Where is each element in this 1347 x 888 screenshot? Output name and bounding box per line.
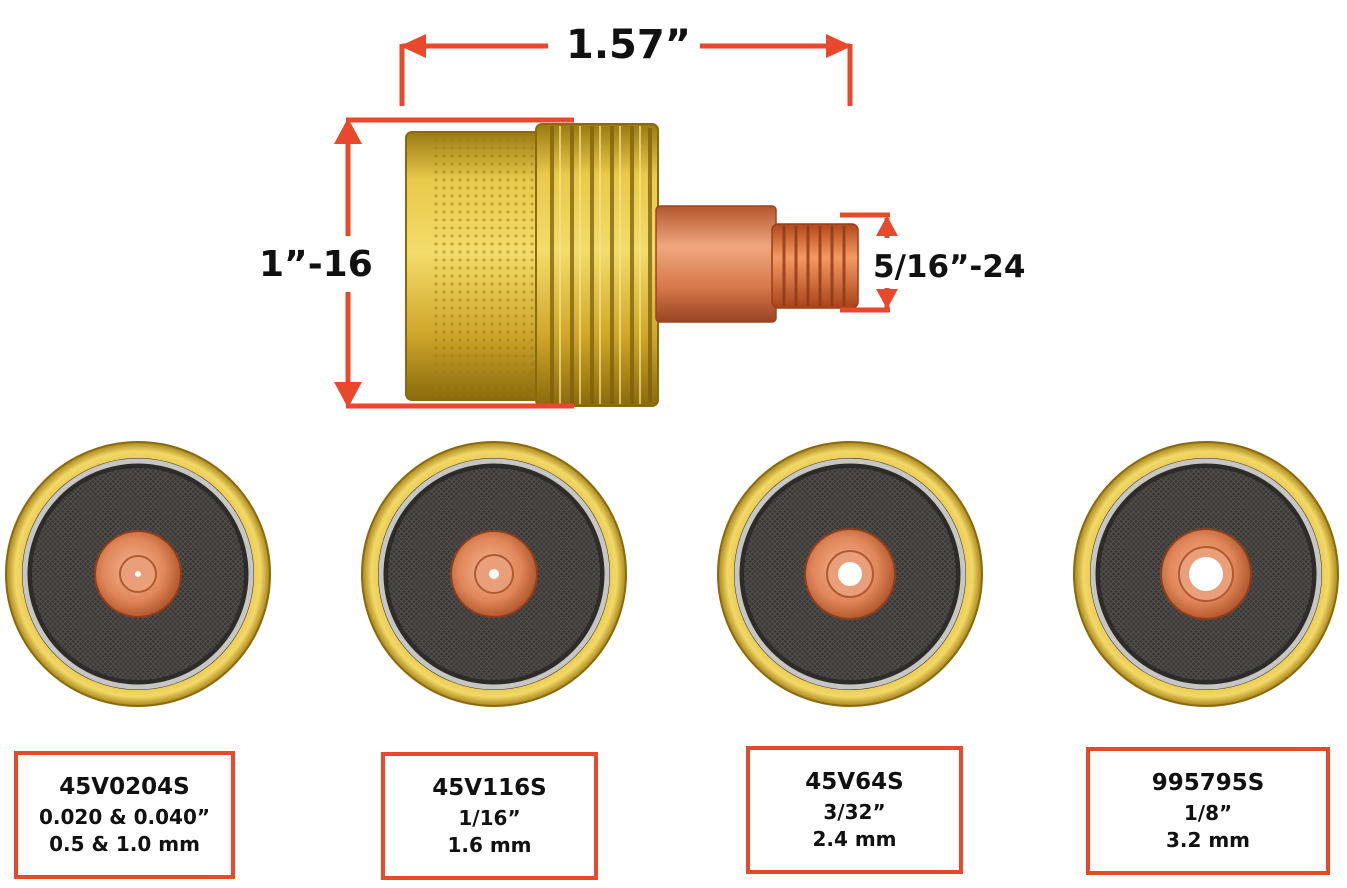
part-number: 995795S — [1151, 770, 1265, 797]
part-number: 45V116S — [432, 775, 547, 802]
part-number: 45V64S — [805, 769, 904, 796]
dimension-arrowheads — [334, 34, 898, 408]
spec-box-4: 995795S 1/8” 3.2 mm — [1086, 747, 1330, 875]
lens-face-3 — [717, 441, 983, 707]
stud-thread-label: 5/16”-24 — [873, 249, 1026, 285]
size-mm: 3.2 mm — [1165, 827, 1251, 852]
threaded-stud — [771, 223, 859, 309]
gas-lens-side-view — [405, 123, 859, 407]
size-mm: 2.4 mm — [812, 826, 897, 851]
lens-face-2 — [361, 441, 627, 707]
dimension-lines — [345, 43, 890, 409]
size-mm: 1.6 mm — [447, 832, 532, 857]
size-mm: 0.5 & 1.0 mm — [49, 831, 200, 856]
size-inches: 1/8” — [1183, 800, 1233, 825]
size-inches: 3/32” — [823, 799, 886, 824]
spec-box-3: 45V64S 3/32” 2.4 mm — [746, 746, 963, 874]
spec-box-1: 45V0204S 0.020 & 0.040” 0.5 & 1.0 mm — [14, 751, 235, 879]
part-number: 45V0204S — [59, 774, 190, 801]
size-inches: 1/16” — [458, 805, 521, 830]
body-thread-label: 1”-16 — [259, 244, 373, 285]
lens-face-4 — [1073, 441, 1339, 707]
overall-length-label: 1.57” — [566, 22, 691, 68]
copper-neck — [655, 205, 777, 323]
size-inches: 0.020 & 0.040” — [38, 804, 211, 829]
lens-face-1 — [5, 441, 271, 707]
spec-box-2: 45V116S 1/16” 1.6 mm — [381, 752, 598, 880]
